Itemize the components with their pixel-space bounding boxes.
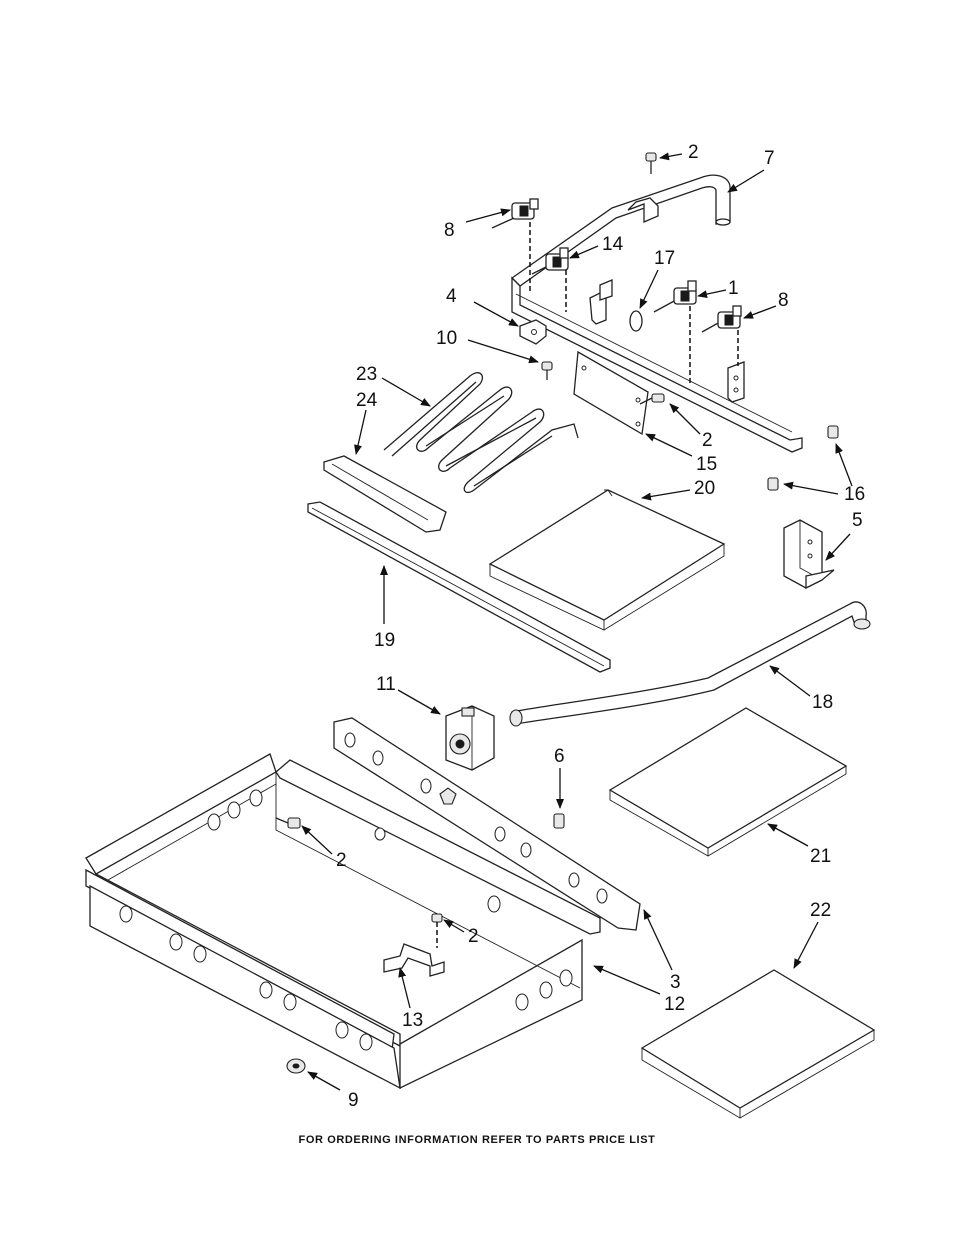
gas-supply-tube-18 — [509, 601, 871, 727]
screw-2-shield — [639, 393, 665, 405]
screw-2-housing — [275, 817, 301, 829]
leader-2-housing — [301, 825, 333, 855]
burner-valve-8-left — [491, 198, 539, 229]
orifice-6 — [553, 813, 565, 829]
leader-14 — [569, 245, 599, 259]
pressure-regulator-11 — [445, 705, 495, 771]
callout-8-left: 8 — [444, 220, 455, 241]
manifold-bracket-right — [727, 361, 745, 403]
heat-shield-15 — [573, 350, 649, 436]
callout-23: 23 — [356, 364, 377, 385]
callout-3: 3 — [670, 972, 681, 993]
burner-panel-3 — [333, 717, 641, 931]
leader-9 — [307, 1071, 341, 1091]
leader-11 — [397, 689, 441, 715]
leader-2-bracket — [443, 919, 465, 933]
leader-22 — [793, 921, 819, 969]
screw-2-bracket — [431, 913, 443, 948]
leader-2-top — [659, 152, 683, 161]
callout-22: 22 — [810, 900, 831, 921]
ordering-info-footer: FOR ORDERING INFORMATION REFER TO PARTS … — [298, 1134, 656, 1146]
leader-5 — [825, 533, 851, 561]
callout-11: 11 — [376, 674, 396, 695]
bracket-13 — [383, 943, 445, 977]
orifice-16-lower — [767, 477, 779, 491]
leader-21 — [767, 823, 809, 847]
callout-2-housing: 2 — [336, 850, 347, 871]
callout-12: 12 — [664, 994, 685, 1015]
leader-10 — [467, 339, 539, 364]
callout-4: 4 — [446, 286, 457, 307]
knob-9 — [286, 1058, 306, 1074]
callout-21: 21 — [810, 846, 831, 867]
cutting-board-22 — [640, 969, 876, 1119]
callout-10: 10 — [436, 328, 457, 349]
leader-8-left — [465, 208, 511, 223]
leader-8-right — [743, 305, 777, 319]
orifice-disc-17 — [629, 310, 643, 332]
callout-24: 24 — [356, 390, 378, 411]
callout-19: 19 — [374, 630, 395, 651]
leader-4 — [473, 301, 519, 327]
callout-2-top: 2 — [688, 142, 699, 163]
callout-2-bracket: 2 — [468, 926, 479, 947]
orifice-16-upper — [827, 425, 839, 439]
griddle-cover-21 — [608, 707, 848, 857]
leader-7 — [727, 169, 765, 193]
burner-housing-12 — [85, 753, 601, 1090]
drip-tray-24 — [323, 455, 447, 533]
leader-2-shield — [669, 403, 701, 435]
leader-23 — [381, 377, 431, 407]
screw-10 — [541, 361, 553, 380]
leader-24 — [354, 409, 367, 455]
callout-14: 14 — [602, 234, 624, 255]
screw-2-top — [645, 152, 657, 174]
leader-15 — [645, 433, 693, 457]
callout-13: 13 — [402, 1010, 423, 1031]
callout-8-right: 8 — [778, 290, 789, 311]
bracket-4 — [519, 319, 547, 345]
callout-16: 16 — [844, 484, 865, 505]
callout-6: 6 — [554, 746, 565, 767]
leader-20 — [641, 489, 691, 501]
callout-2-shield: 2 — [702, 430, 713, 451]
callout-7: 7 — [764, 148, 775, 169]
callout-17: 17 — [654, 248, 675, 269]
leader-1 — [697, 289, 727, 299]
burner-valve-1 — [653, 280, 697, 313]
leader-18 — [769, 665, 811, 697]
heating-element-23 — [383, 372, 579, 494]
callout-9: 9 — [348, 1090, 359, 1111]
leader-13 — [398, 967, 411, 1009]
leader-3 — [643, 909, 673, 971]
leader-12 — [593, 965, 661, 995]
leader-16-lower — [783, 481, 839, 495]
callout-1: 1 — [728, 278, 739, 299]
leader-17 — [639, 269, 659, 309]
leader-16-upper — [835, 443, 853, 487]
callout-15: 15 — [696, 454, 717, 475]
gas-manifold-pipe — [510, 174, 803, 453]
manifold-bracket-top — [627, 197, 659, 223]
callout-18: 18 — [812, 692, 833, 713]
manifold-bracket-mid — [589, 279, 613, 325]
callout-5: 5 — [852, 510, 863, 531]
callout-20: 20 — [694, 478, 715, 499]
burner-valve-14 — [531, 247, 569, 275]
griddle-plate-20 — [488, 489, 726, 631]
channel-rail-19 — [307, 501, 611, 673]
bracket-5 — [783, 519, 835, 590]
burner-valve-8-right — [701, 305, 742, 333]
